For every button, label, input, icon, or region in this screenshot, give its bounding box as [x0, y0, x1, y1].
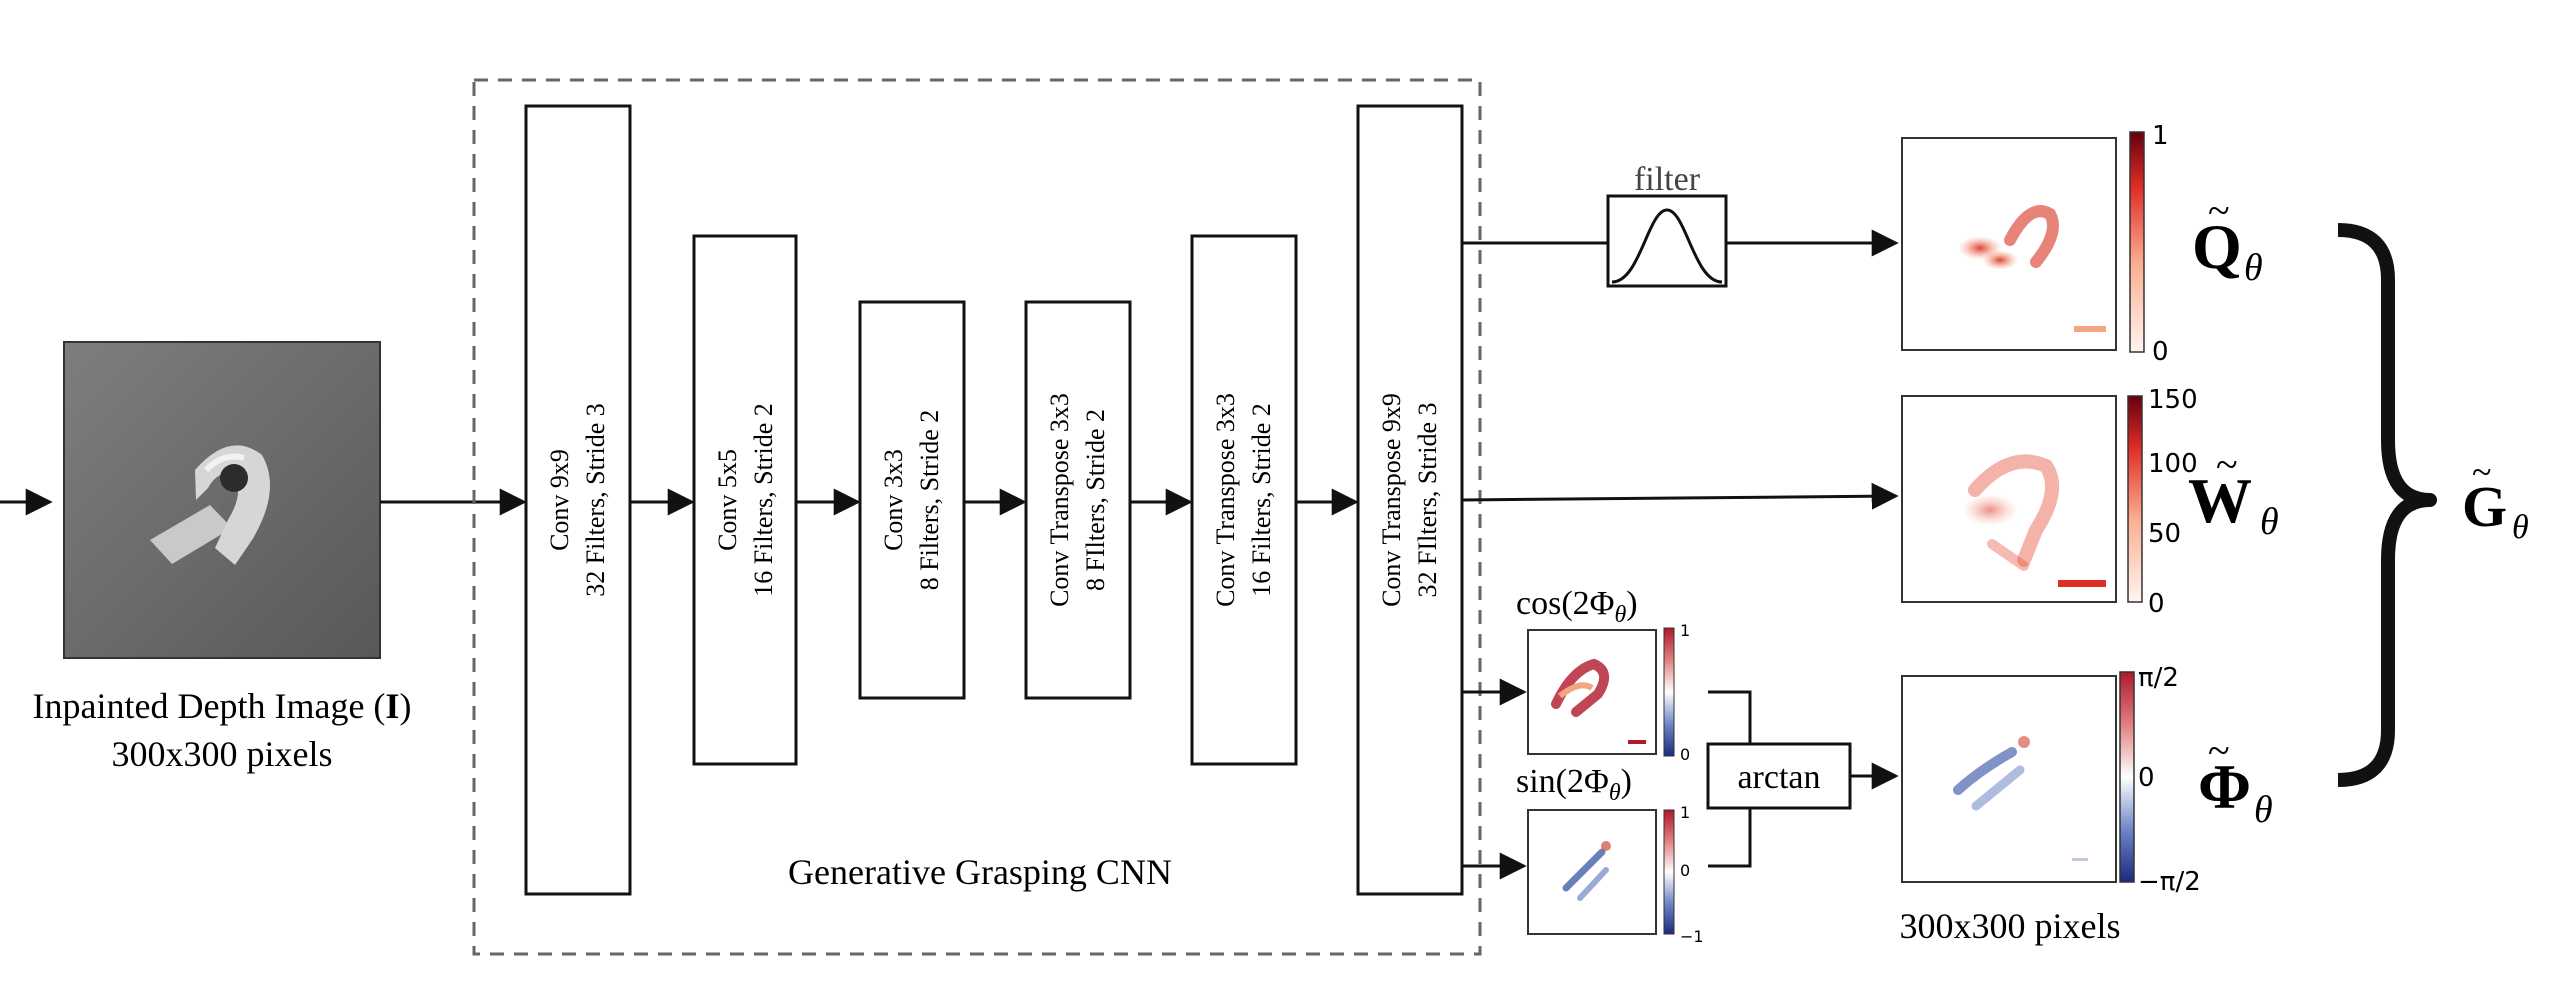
svg-text:θ: θ: [2254, 789, 2273, 831]
cos-tick-1: 1: [1680, 621, 1690, 640]
input-caption-line1: Inpainted Depth Image (I): [33, 686, 412, 726]
output-caption: 300x300 pixels: [1900, 906, 2121, 946]
svg-text:8 FIlters, Stride 2: 8 FIlters, Stride 2: [1081, 409, 1110, 591]
sin-tick-0: 0: [1680, 861, 1690, 880]
svg-text:G: G: [2462, 474, 2507, 539]
sin-tick-1: 1: [1680, 803, 1690, 822]
svg-text:32 Filters, Stride 3: 32 Filters, Stride 3: [581, 403, 610, 597]
svg-text:~: ~: [2472, 452, 2491, 492]
quality-map: [1901, 137, 2117, 351]
svg-text:Conv 9x9: Conv 9x9: [545, 449, 574, 551]
angle-tick-max: π/2: [2138, 663, 2179, 693]
layer-convt2: Conv Transpose 3x3 16 Filters, Stride 2: [1190, 234, 1298, 766]
cos-colorbar: [1663, 627, 1675, 757]
layer-conv2: Conv 5x5 16 Filters, Stride 2: [692, 234, 798, 766]
layer-conv3: Conv 3x3 8 Filters, Stride 2: [858, 300, 966, 700]
width-tick-100: 100: [2148, 449, 2198, 479]
svg-text:16 Filters, Stride 2: 16 Filters, Stride 2: [1247, 403, 1276, 597]
svg-text:arctan: arctan: [1737, 759, 1820, 796]
angle-map: [1901, 675, 2117, 883]
filter-label: filter: [1634, 161, 1701, 198]
svg-text:Conv Transpose 3x3: Conv Transpose 3x3: [1211, 393, 1240, 607]
network-boundary: [472, 78, 1482, 956]
width-tick-150: 150: [2148, 385, 2198, 415]
depth-image: [63, 341, 381, 659]
quality-tick-max: 1: [2152, 121, 2169, 151]
svg-text:Conv 5x5: Conv 5x5: [713, 449, 742, 551]
angle-symbol: Φ ~ θ: [2198, 728, 2273, 831]
sin-tick-neg1: −1: [1680, 927, 1704, 946]
cos-tick-0: 0: [1680, 745, 1690, 764]
svg-text:~: ~: [2208, 188, 2230, 233]
width-symbol: W ~ θ: [2188, 442, 2279, 543]
layer-convt3: Conv Transpose 9x9 32 FIlters, Stride 3: [1356, 104, 1464, 896]
layer-conv1: Conv 9x9 32 Filters, Stride 3: [524, 104, 632, 896]
sin-label: sin(2Φθ): [1516, 763, 1632, 806]
grasp-symbol: G ~ θ: [2462, 452, 2529, 546]
arctan-box: arctan: [1706, 742, 1852, 810]
svg-text:sin(2Φθ): sin(2Φθ): [1516, 763, 1632, 806]
grasp-brace: [2337, 223, 2437, 787]
svg-text:16 Filters, Stride 2: 16 Filters, Stride 2: [749, 403, 778, 597]
cos-label: cos(2Φθ): [1516, 585, 1638, 628]
width-colorbar: [2127, 395, 2143, 603]
quality-colorbar: [2129, 131, 2145, 353]
cos-map: [1527, 629, 1657, 755]
svg-text:Conv 3x3: Conv 3x3: [879, 449, 908, 551]
svg-text:32 FIlters, Stride 3: 32 FIlters, Stride 3: [1413, 403, 1442, 598]
sin-colorbar: [1663, 809, 1675, 935]
svg-text:W: W: [2188, 465, 2252, 536]
svg-text:Q: Q: [2192, 211, 2242, 282]
svg-text:θ: θ: [2512, 509, 2529, 546]
svg-text:Conv Transpose 3x3: Conv Transpose 3x3: [1045, 393, 1074, 607]
width-tick-0: 0: [2148, 589, 2165, 619]
quality-symbol: Q ~ θ: [2192, 188, 2263, 289]
layer-convt1: Conv Transpose 3x3 8 FIlters, Stride 2: [1024, 300, 1132, 700]
sin-map: [1527, 809, 1657, 935]
svg-text:θ: θ: [2244, 247, 2263, 289]
svg-text:θ: θ: [2260, 501, 2279, 543]
svg-text:Conv Transpose 9x9: Conv Transpose 9x9: [1377, 393, 1406, 607]
svg-text:Φ: Φ: [2198, 751, 2251, 822]
width-tick-50: 50: [2148, 519, 2181, 549]
width-map: [1901, 395, 2117, 603]
svg-text:~: ~: [2208, 728, 2230, 773]
input-caption-line2: 300x300 pixels: [112, 734, 333, 774]
svg-text:~: ~: [2216, 442, 2238, 487]
angle-tick-min: −π/2: [2138, 867, 2201, 897]
network-title: Generative Grasping CNN: [788, 852, 1172, 892]
angle-colorbar: [2119, 671, 2135, 883]
svg-text:8 Filters, Stride 2: 8 Filters, Stride 2: [915, 410, 944, 591]
svg-text:cos(2Φθ): cos(2Φθ): [1516, 585, 1638, 628]
arrow-to-width: [1461, 482, 1899, 510]
filter-box: [1606, 194, 1728, 288]
angle-tick-zero: 0: [2138, 763, 2155, 793]
quality-tick-min: 0: [2152, 337, 2169, 367]
